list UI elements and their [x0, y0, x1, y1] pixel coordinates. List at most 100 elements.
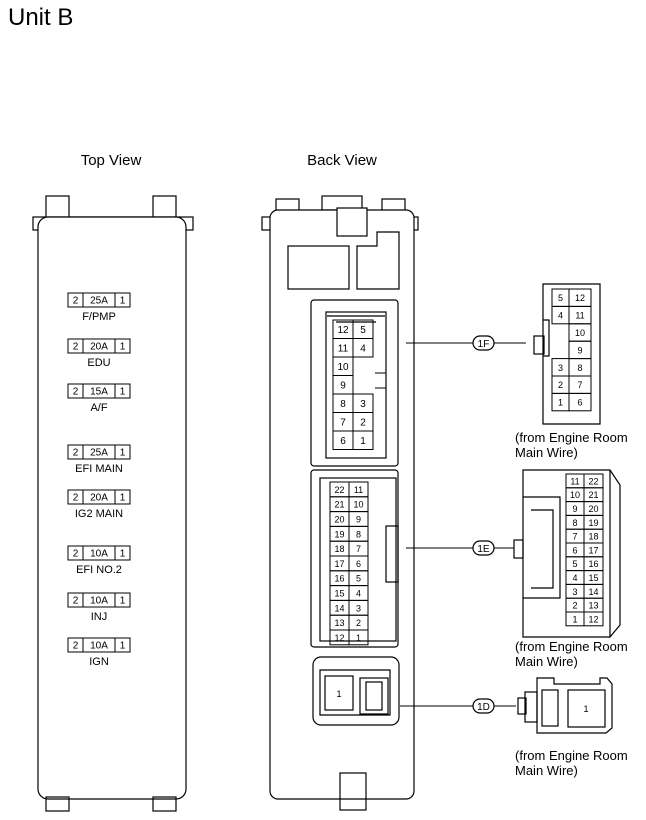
- fuse-pin-right-cell: [114, 338, 131, 354]
- c1f-back-pin-label: 9: [340, 380, 346, 391]
- c1f-mate-pin-label: 1: [558, 398, 563, 408]
- fuse-pin-left-label: 2: [73, 641, 79, 652]
- c1f-back-pin-label: 4: [360, 343, 366, 354]
- svg-text:1E: 1E: [477, 544, 490, 555]
- c1e-back-pin-label: 19: [334, 529, 344, 539]
- c1e-back-pin-label: 8: [356, 529, 361, 539]
- connector-1e-note-line1: (from Engine Room: [515, 639, 628, 654]
- back-view-label: Back View: [307, 152, 377, 169]
- page-title: Unit B: [8, 4, 74, 31]
- c1e-mate-pin-label: 5: [572, 559, 577, 569]
- leader-lines: [400, 342, 526, 707]
- c1e-back-pin-label: 2: [356, 618, 361, 628]
- connector-1f-note-line2: Main Wire): [515, 445, 578, 460]
- c1f-mate-pin-label: 12: [575, 293, 585, 303]
- fuse-pin-right-cell: [114, 444, 131, 460]
- c1e-mate-pin-label: 9: [572, 504, 577, 514]
- c1f-mate-pin-label: 11: [575, 311, 584, 321]
- fuse-name: INJ: [91, 611, 108, 623]
- c1f-back-pin-label: 3: [360, 399, 366, 410]
- c1e-mate-pin-label: 3: [572, 587, 577, 597]
- c1e-mate-pin-label: 13: [588, 601, 598, 611]
- fuse-pin-right-label: 1: [120, 549, 126, 560]
- c1f-back-pin-cell: [352, 338, 374, 358]
- fuse-rating-label: 10A: [90, 549, 108, 560]
- fuse-rating-label: 10A: [90, 596, 108, 607]
- fuse-rating-label: 20A: [90, 493, 108, 504]
- fuse-pin-right-label: 1: [120, 342, 126, 353]
- c1e-mate-pin-label: 8: [572, 518, 577, 528]
- c1f-mate-pin-label: 6: [577, 398, 582, 408]
- c1e-back-pin-label: 10: [353, 500, 363, 510]
- fuse-pin-right-label: 1: [120, 448, 126, 459]
- c1e-back-pin-label: 7: [356, 544, 361, 554]
- fuse-pin-right-cell: [114, 383, 131, 399]
- fuse-pin-right-label: 1: [120, 641, 126, 652]
- c1e-back-pin-label: 9: [356, 515, 361, 525]
- fuse-name: IG2 MAIN: [75, 508, 123, 520]
- c1e-back-pin-label: 11: [354, 485, 363, 495]
- fuse-pin-left-label: 2: [73, 296, 79, 307]
- c1e-mate-pin-label: 17: [588, 545, 598, 555]
- c1f-back-pin-label: 6: [340, 436, 346, 447]
- fuse-rating-label: 25A: [90, 296, 108, 307]
- tag-1f: 1F: [472, 335, 495, 351]
- fuse-pin-right-label: 1: [120, 387, 126, 398]
- c1e-mate-pin-label: 21: [588, 490, 598, 500]
- fuse-name: EDU: [87, 357, 110, 369]
- c1f-back-pin-label: 12: [337, 325, 349, 336]
- c1e-mate-pin-label: 12: [588, 614, 598, 624]
- connector-1d-back-pin: 1: [336, 689, 341, 699]
- c1e-back-pin-cell: [348, 629, 369, 646]
- connector-1d-mating-pin: 1: [583, 704, 588, 714]
- fuse-pin-left-label: 2: [73, 549, 79, 560]
- tag-1d: 1D: [472, 698, 495, 714]
- c1f-mate-pin-label: 8: [577, 363, 582, 373]
- c1e-mate-pin-label: 4: [572, 573, 577, 583]
- fuse-pin-left-label: 2: [73, 596, 79, 607]
- c1f-mate-pin-label: 5: [558, 293, 563, 303]
- c1e-mate-pin-cell: [583, 611, 604, 627]
- c1e-mate-pin-label: 20: [588, 504, 598, 514]
- fuse-rating-label: 15A: [90, 387, 108, 398]
- c1f-back-pin-label: 7: [340, 417, 346, 428]
- c1e-back-pin-label: 18: [334, 544, 344, 554]
- c1e-back-pin-label: 5: [356, 574, 361, 584]
- c1e-mate-pin-label: 14: [588, 587, 598, 597]
- c1f-back-pin-label: 2: [360, 417, 366, 428]
- fuse-name: F/PMP: [82, 311, 116, 323]
- fuse-pin-right-cell: [114, 545, 131, 561]
- c1e-back-pin-label: 15: [334, 589, 344, 599]
- fuse-rating-label: 20A: [90, 342, 108, 353]
- connector-1e-note-line2: Main Wire): [515, 654, 578, 669]
- c1f-back-pin-label: 10: [337, 362, 349, 373]
- c1f-mate-pin-label: 7: [577, 380, 582, 390]
- connector-1f-note-line1: (from Engine Room: [515, 430, 628, 445]
- fuse-pin-right-label: 1: [120, 596, 126, 607]
- fuse-pin-right-label: 1: [120, 493, 126, 504]
- tag-1e: 1E: [472, 540, 495, 556]
- c1f-mate-pin-label: 4: [558, 311, 563, 321]
- back-view-housing: [261, 195, 419, 811]
- fuse-pin-right-cell: [114, 489, 131, 505]
- fuse-pin-right-cell: [114, 292, 131, 308]
- c1f-mate-pin-label: 10: [575, 328, 585, 338]
- c1f-back-pin-label: 8: [340, 399, 346, 410]
- c1e-mate-pin-label: 1: [572, 614, 577, 624]
- fuse-pin-left-label: 2: [73, 493, 79, 504]
- c1e-back-pin-label: 1: [356, 633, 361, 643]
- fuse-rating-label: 10A: [90, 641, 108, 652]
- c1e-mate-pin-label: 16: [588, 559, 598, 569]
- svg-text:1D: 1D: [477, 702, 490, 713]
- c1e-back-pin-label: 20: [334, 515, 344, 525]
